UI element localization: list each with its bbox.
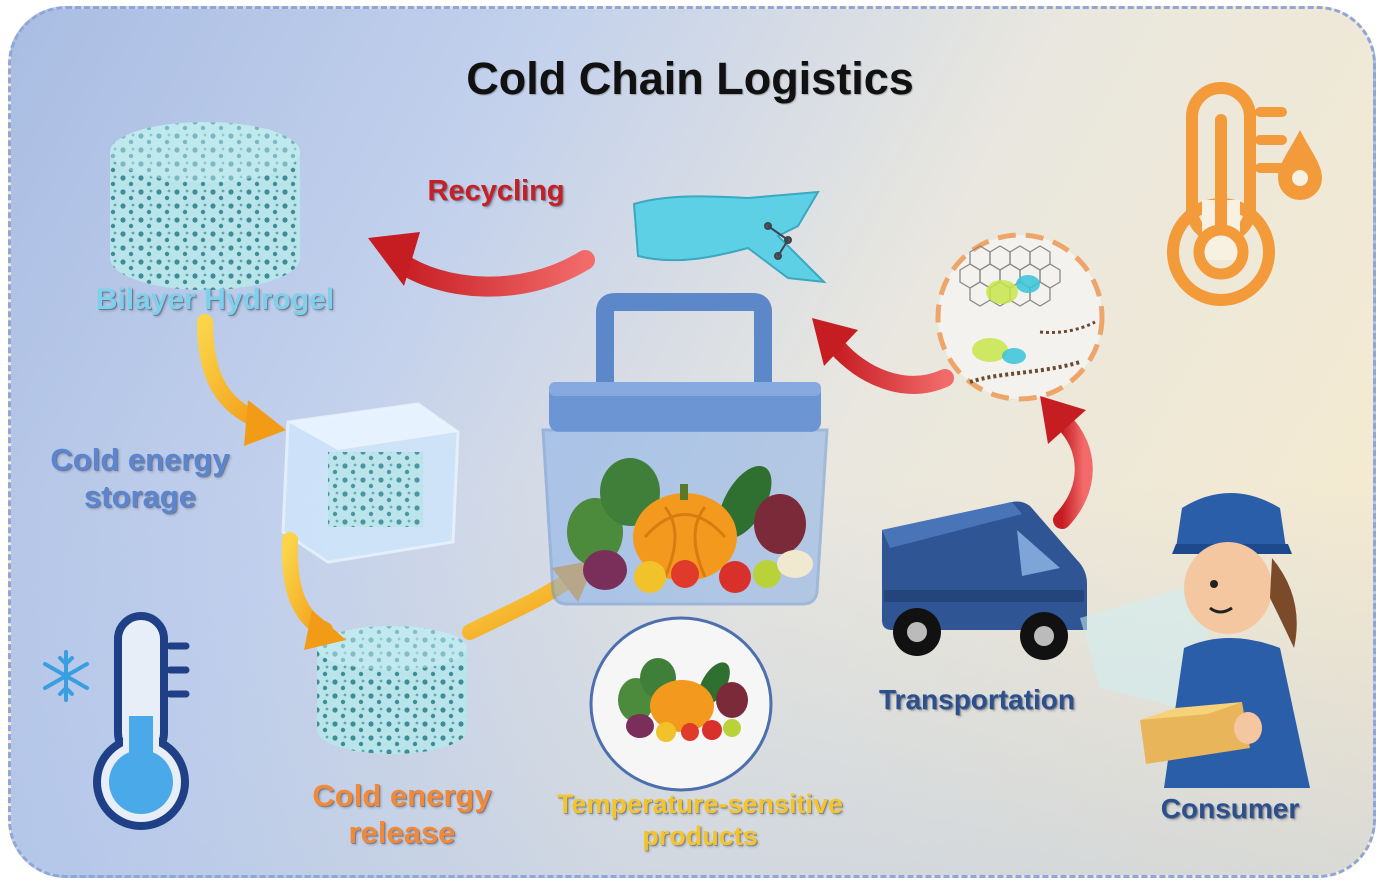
cold-energy-release-line-1: Cold energy [312, 778, 492, 813]
bilayer-hydrogel-label: Bilayer Hydrogel [95, 283, 335, 316]
cooler-box-image [541, 293, 829, 606]
cold-energy-storage-line-2: storage [84, 478, 196, 514]
arrow-van-to-molecule [1053, 411, 1093, 529]
transportation-label: Transportation [878, 684, 1075, 715]
bilayer-hydrogel-image [110, 122, 300, 290]
temperature-sensitive-products-label: Temperature-sensitive products [515, 789, 885, 853]
thermometer-hot-icon [1167, 82, 1322, 306]
arrow-recycling [390, 250, 595, 297]
hydrogel-release-image [317, 626, 467, 754]
consumer-label: Consumer [1160, 793, 1300, 824]
molecular-structure-image [935, 232, 1105, 402]
diagram-title: Cold Chain Logistics [466, 53, 914, 104]
ice-cube-image [281, 402, 460, 564]
temperature-sensitive-products-line-2: products [642, 820, 758, 851]
consumer-image [1080, 493, 1310, 788]
temperature-sensitive-products-line-1: Temperature-sensitive [556, 789, 844, 819]
snowflake-icon [43, 650, 89, 702]
recycling-label: Recycling [427, 175, 565, 207]
cold-energy-storage-line-1: Cold energy [50, 442, 230, 477]
arrow-molecule-to-box [827, 337, 954, 394]
products-circle-image [589, 616, 773, 792]
cold-energy-release-label: Cold energy release [282, 778, 522, 851]
cold-energy-release-line-2: release [348, 814, 456, 850]
thermometer-cold-icon [93, 612, 190, 830]
delivery-van-image [882, 501, 1087, 660]
hydrogel-fragment-image [632, 190, 827, 284]
cold-energy-storage-label: Cold energy storage [20, 442, 260, 515]
